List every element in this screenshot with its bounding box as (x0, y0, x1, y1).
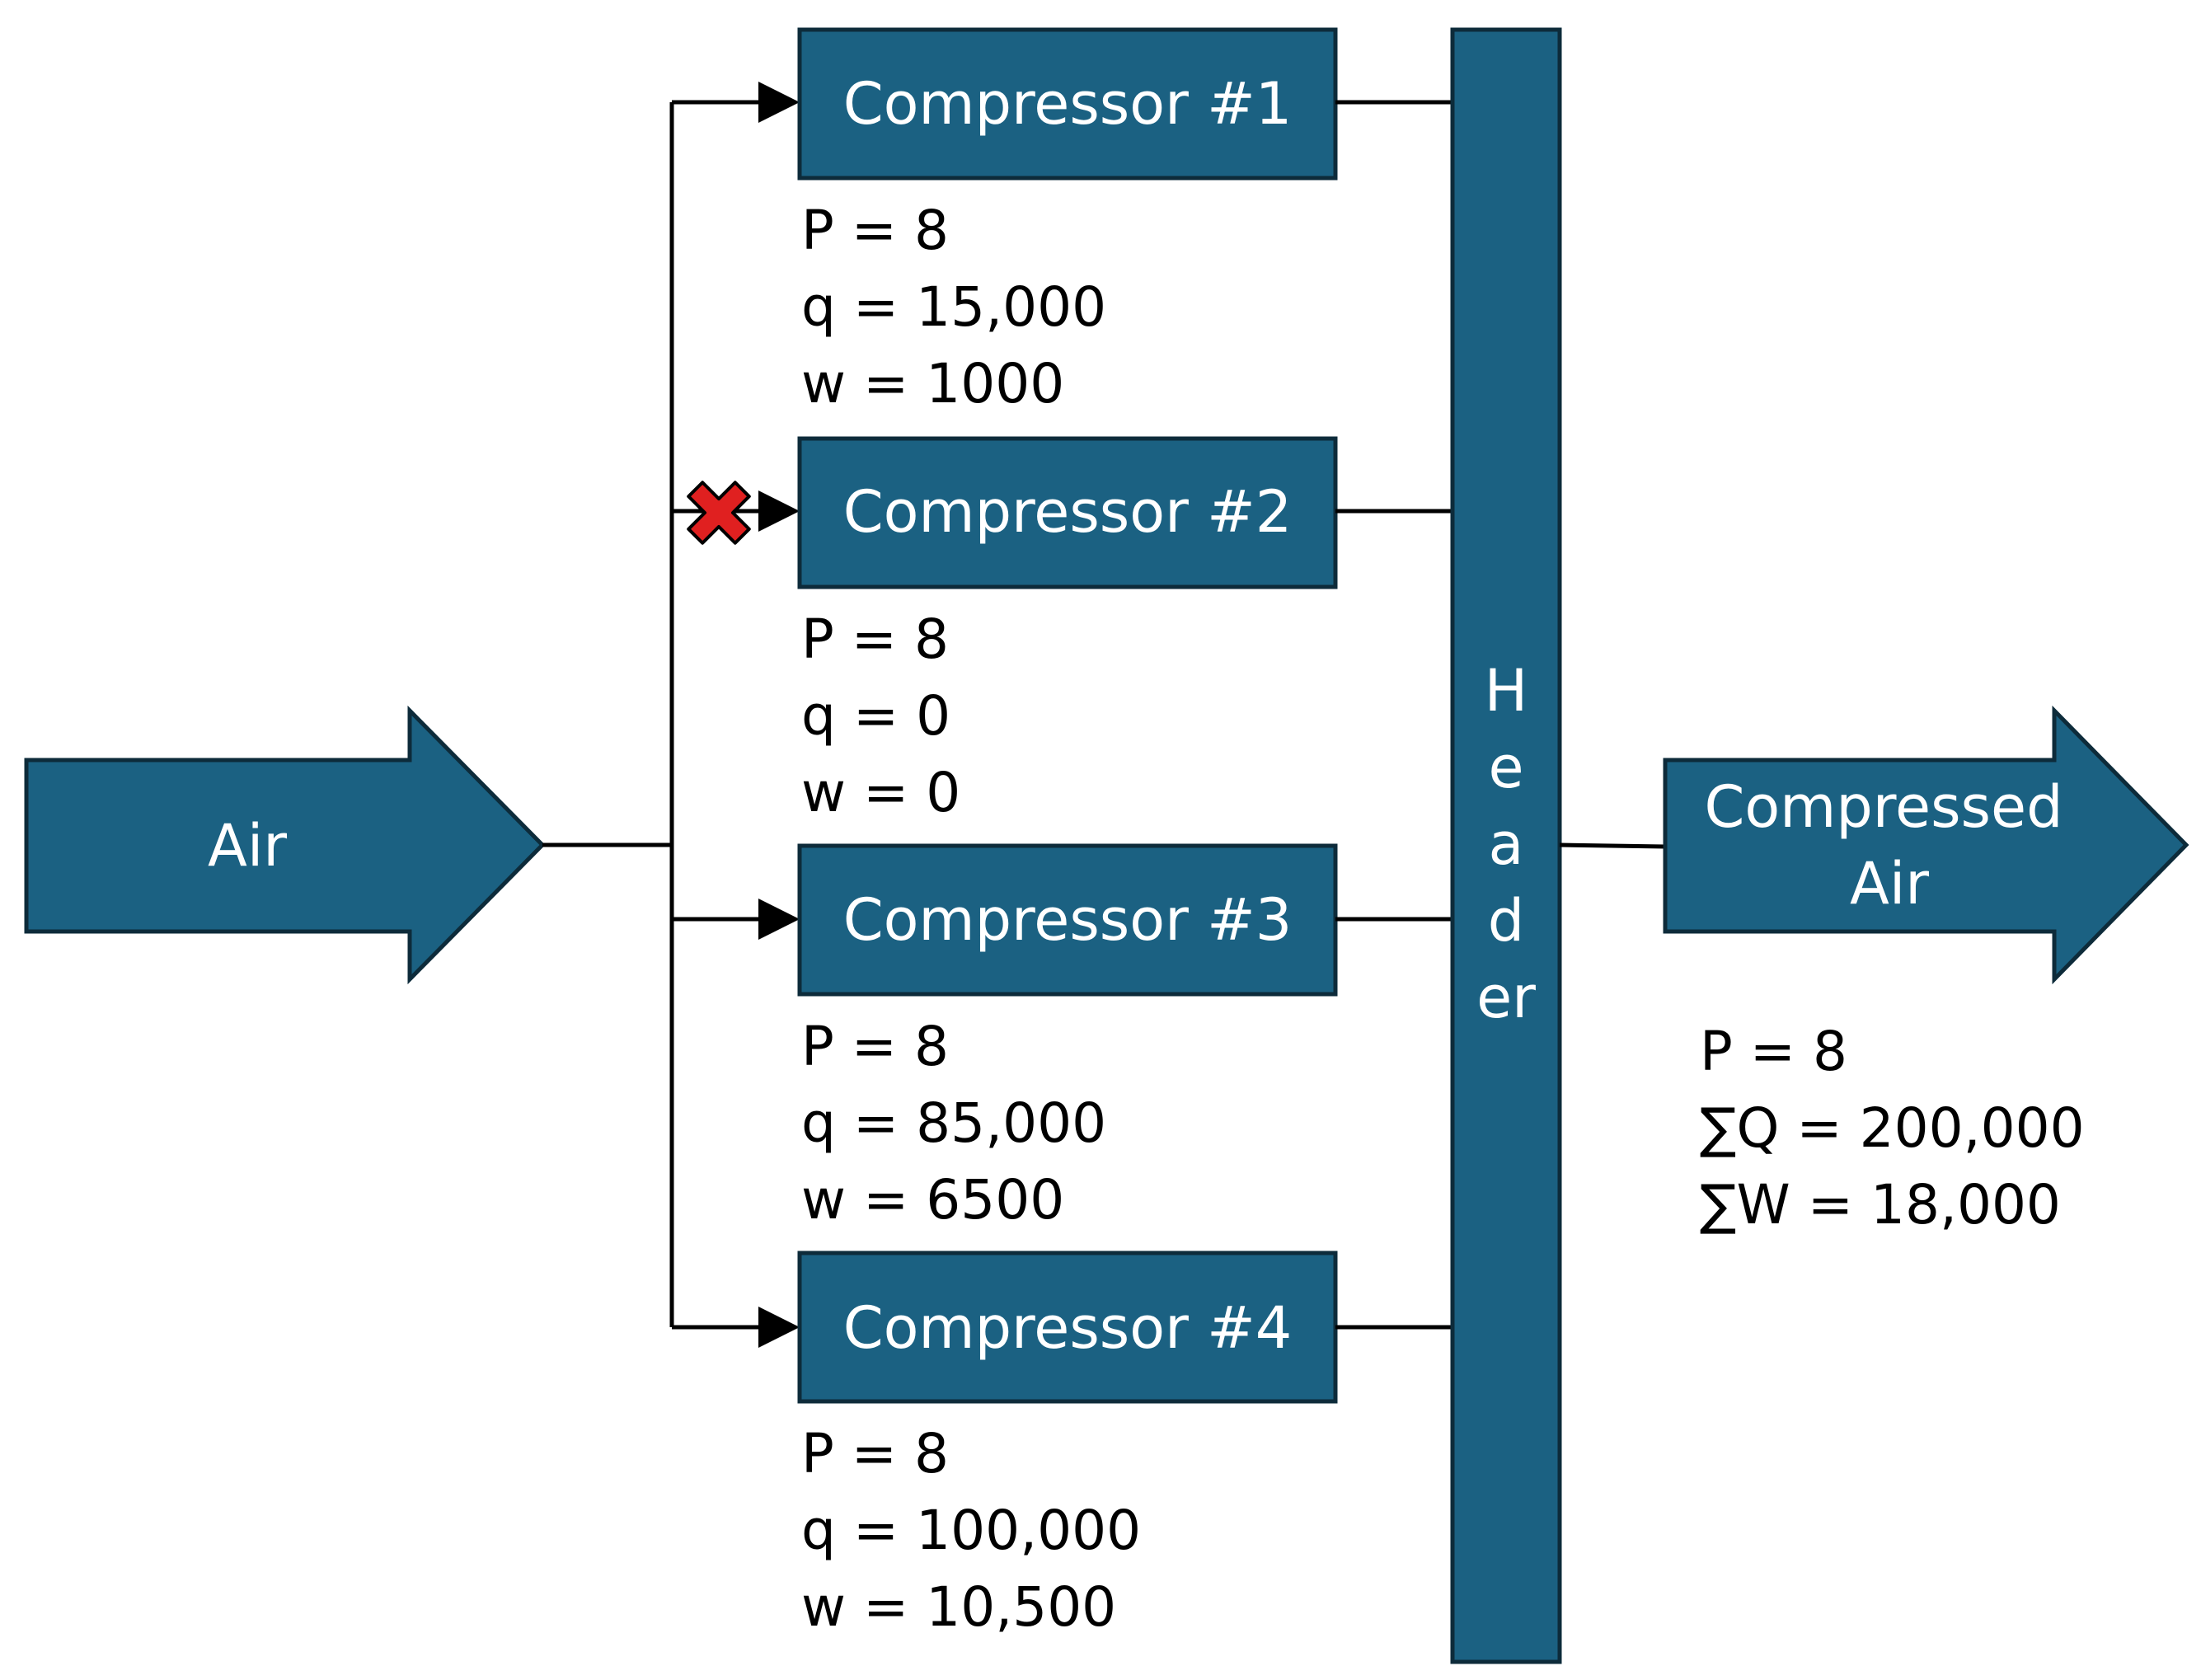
compressor-1-box (797, 27, 1338, 181)
compressor-2: Compressor #2 P = 8 q = 0 w = 0 (687, 436, 1452, 824)
compressor-2-flow: q = 0 (801, 684, 950, 748)
red-x-icon (687, 481, 751, 545)
compressor-1: Compressor #1 P = 8 q = 15,000 w = 1000 (797, 27, 1452, 415)
compressor-3-flow: q = 85,000 (801, 1091, 1106, 1155)
compressor-3-box (797, 843, 1338, 997)
compressor-3-label: Compressor #3 (843, 886, 1293, 954)
compressor-3: Compressor #3 P = 8 q = 85,000 w = 6500 (797, 843, 1452, 1232)
compressor-1-power: w = 1000 (801, 352, 1064, 415)
compressor-3-pressure: P = 8 (801, 1015, 949, 1078)
header-letter-1: H (1485, 657, 1528, 725)
compressor-2-label: Compressor #2 (843, 478, 1293, 546)
compressor-4-flow: q = 100,000 (801, 1499, 1141, 1562)
compressor-2-power: w = 0 (801, 761, 960, 824)
header-outlet-line (1559, 842, 1666, 849)
compressor-1-flow: q = 15,000 (801, 275, 1106, 339)
header-manifold: H e a d er (1450, 27, 1562, 1664)
header-letter-4: d (1488, 887, 1524, 955)
compressor-4-label: Compressor #4 (843, 1294, 1293, 1362)
inlet-wiring (542, 82, 800, 1348)
header-letter-5: er (1476, 964, 1536, 1031)
compressor-3-power: w = 6500 (801, 1168, 1064, 1232)
compressor-2-pressure: P = 8 (801, 608, 949, 671)
outlet-pressure: P = 8 (1700, 1020, 1847, 1083)
compressor-4-pressure: P = 8 (801, 1422, 949, 1485)
inlet-air-arrow: Air (24, 705, 546, 985)
inlet-air-label: Air (208, 812, 287, 880)
outlet-total-flow: ∑Q = 200,000 (1700, 1096, 2085, 1160)
outlet-label-line-2: Air (1850, 850, 1929, 917)
compressor-1-pressure: P = 8 (801, 199, 949, 262)
header-box (1450, 27, 1562, 1664)
outlet-label-line-1: Compressed (1704, 773, 2063, 841)
compressor-4-box (797, 1251, 1338, 1404)
compressor-1-label: Compressor #1 (843, 70, 1293, 138)
compressor-4-power: w = 10,500 (801, 1575, 1116, 1639)
outlet-total-power: ∑W = 18,000 (1700, 1173, 2061, 1237)
header-letter-3: a (1489, 810, 1524, 878)
header-letter-2: e (1488, 734, 1523, 801)
outlet-compressed-air-arrow: Compressed Air (1663, 705, 2189, 985)
compressor-4: Compressor #4 P = 8 q = 100,000 w = 10,5… (797, 1251, 1452, 1639)
